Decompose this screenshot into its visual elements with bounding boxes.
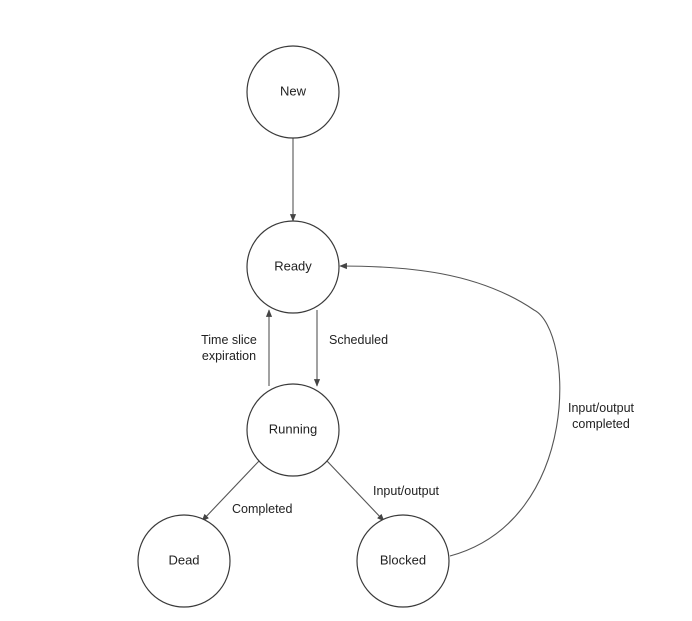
edge-labels: Time slice expiration Scheduled Complete… bbox=[201, 333, 634, 516]
edge-running-to-dead bbox=[201, 460, 260, 522]
label-io-completed-line2: completed bbox=[572, 417, 630, 431]
state-new-label: New bbox=[280, 83, 307, 98]
state-new: New bbox=[246, 45, 340, 139]
label-io-completed-line1: Input/output bbox=[568, 401, 635, 415]
state-dead-label: Dead bbox=[168, 552, 199, 567]
state-blocked: Blocked bbox=[356, 514, 450, 608]
label-time-slice-line2: expiration bbox=[202, 349, 256, 363]
state-new-circle bbox=[246, 45, 340, 139]
state-running-label: Running bbox=[269, 421, 317, 436]
state-ready-circle bbox=[246, 220, 340, 314]
state-blocked-circle bbox=[356, 514, 450, 608]
state-ready-label: Ready bbox=[274, 258, 312, 273]
edge-running-to-blocked bbox=[326, 460, 385, 522]
label-time-slice-line1: Time slice bbox=[201, 333, 257, 347]
state-ready: Ready bbox=[246, 220, 340, 314]
label-input-output: Input/output bbox=[373, 484, 440, 498]
state-dead: Dead bbox=[137, 514, 231, 608]
edge-blocked-to-ready bbox=[339, 262, 561, 557]
label-scheduled: Scheduled bbox=[329, 333, 388, 347]
state-running-circle bbox=[246, 383, 340, 477]
state-dead-circle bbox=[137, 514, 231, 608]
state-running: Running bbox=[246, 383, 340, 477]
label-completed: Completed bbox=[232, 502, 292, 516]
edges bbox=[201, 138, 561, 557]
state-blocked-label: Blocked bbox=[380, 552, 426, 567]
